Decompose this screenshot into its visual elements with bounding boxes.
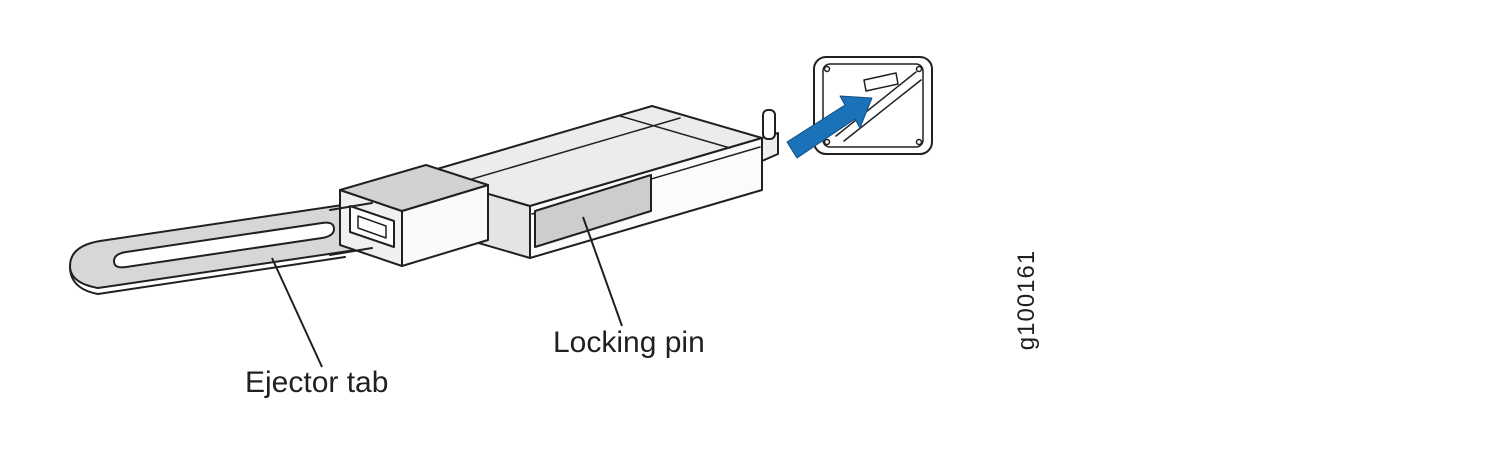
port-cage-corner-mark [823,138,831,146]
insertion-arrow-icon [786,95,873,159]
locking-pin-leader-line [582,216,623,327]
locking-pin-shape [762,109,776,140]
bail-arm-bottom-segment [329,247,373,256]
rear-block [329,164,489,267]
port-cage-corner-mark [915,65,923,73]
module-recessed-panel [534,174,652,248]
module-top-seam [447,117,681,187]
port-cage-corner-mark [915,138,923,146]
port-cage-interior-line-1 [835,71,917,137]
rear-block-top-face [339,164,489,212]
locking-pin-post [762,109,776,140]
bail-arm-top-segment [329,202,373,211]
rear-block-latch-inner [357,215,387,239]
figure-id: g100161 [1013,250,1040,350]
port-cage-inner [822,63,924,148]
locking-pin-label: Locking pin [553,326,705,359]
module-step-seam [619,115,731,149]
port-cage [813,56,933,155]
ejector-tab-slot [113,221,335,269]
port-cage-slot [863,72,899,92]
ejector-tab-label: Ejector tab [245,366,388,399]
transceiver-illustration [69,105,779,295]
port-cage-interior-line-2 [843,79,922,142]
ejector-tab-leader-line [271,257,323,368]
ejector-tab-shape [69,202,357,295]
port-cage-corner-mark [823,65,831,73]
